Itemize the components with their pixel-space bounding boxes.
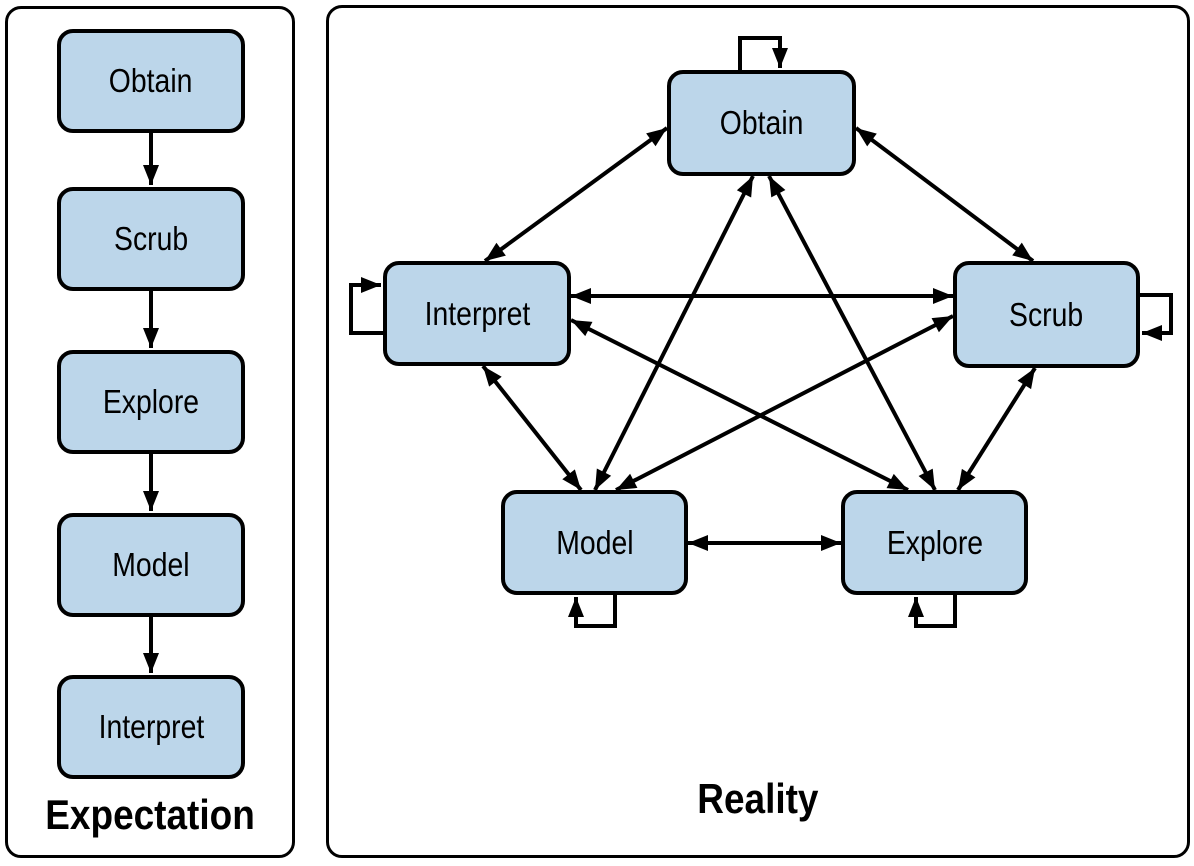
panel-reality: Obtain Interpret Scrub Model Explore Rea… bbox=[326, 5, 1190, 858]
node-label: Model bbox=[555, 523, 634, 561]
node-reality-interpret: Interpret bbox=[383, 261, 571, 366]
self-loop-model bbox=[568, 595, 617, 628]
node-label: Interpret bbox=[98, 708, 204, 745]
panel-expectation: Obtain Scrub Explore Model Interpret Exp… bbox=[5, 6, 295, 858]
node-expectation-obtain: Obtain bbox=[57, 29, 245, 133]
expectation-title: Expectation bbox=[45, 791, 255, 838]
self-loop-explore bbox=[908, 595, 957, 628]
reality-edges-svg bbox=[349, 36, 1173, 628]
node-label: Explore bbox=[886, 523, 983, 561]
node-label: Explore bbox=[102, 383, 200, 420]
node-label: Scrub bbox=[113, 220, 189, 257]
node-reality-model: Model bbox=[501, 490, 688, 595]
self-loop-obtain bbox=[738, 36, 788, 70]
node-label: Interpret bbox=[424, 294, 530, 332]
edge-obtain-scrub bbox=[854, 126, 1035, 263]
self-loop-scrub bbox=[1140, 293, 1173, 341]
node-expectation-scrub: Scrub bbox=[57, 187, 245, 291]
edge-obtain-explore bbox=[767, 175, 937, 491]
node-expectation-model: Model bbox=[57, 513, 245, 617]
node-reality-scrub: Scrub bbox=[953, 261, 1140, 368]
edge-interpret-model bbox=[481, 364, 583, 492]
edge-obtain-model bbox=[593, 175, 755, 491]
node-expectation-interpret: Interpret bbox=[57, 675, 245, 779]
node-label: Model bbox=[112, 546, 190, 583]
node-reality-obtain: Obtain bbox=[667, 70, 856, 176]
node-expectation-explore: Explore bbox=[57, 350, 245, 454]
self-loop-interpret bbox=[349, 277, 383, 335]
edge-scrub-explore bbox=[956, 366, 1037, 492]
reality-title: Reality bbox=[697, 775, 819, 822]
node-label: Scrub bbox=[1009, 295, 1084, 333]
edge-obtain-interpret bbox=[483, 126, 669, 263]
node-label: Obtain bbox=[719, 104, 804, 141]
edge-scrub-model bbox=[615, 314, 954, 492]
flow-arrows-svg bbox=[143, 131, 159, 673]
node-label: Obtain bbox=[109, 62, 193, 99]
node-reality-explore: Explore bbox=[841, 490, 1028, 595]
